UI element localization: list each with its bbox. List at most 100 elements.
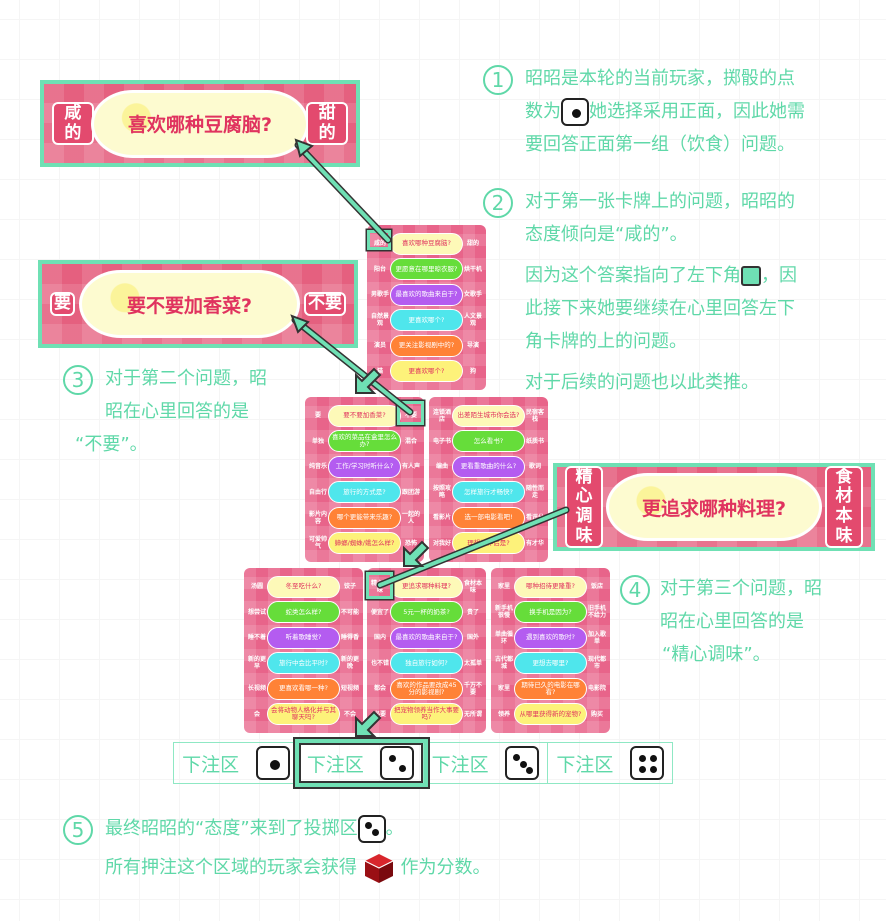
step-text: 要回答正面第一组（饮食）问题。 xyxy=(525,134,795,155)
card-row: 自由行旅行的方式是?跟团游 xyxy=(308,480,421,506)
card-question: 5元一杯的奶茶? xyxy=(390,601,463,624)
step-text: 最终昭昭的“态度”来到了投掷区 xyxy=(105,818,358,839)
card-answer-right: 加入歌单 xyxy=(587,630,606,645)
card-row: 咸的喜欢哪种豆腐脑?甜的 xyxy=(370,231,483,257)
card-row: 想尝试蛇类怎么样?不可能 xyxy=(247,600,360,626)
card-row: 领养从哪里获得新的宠物?购买 xyxy=(494,702,607,728)
card-answer-right: 短视频 xyxy=(340,685,359,693)
card-answer-left: 想尝试 xyxy=(247,608,266,616)
card-answer-right: 有才华 xyxy=(525,539,544,547)
banner-question-2: 要 要不要加香菜? 不要 xyxy=(38,260,358,348)
step-number: 1 xyxy=(483,65,513,95)
card-question: 怎样旅行才畅快? xyxy=(452,481,525,504)
highlight-answer-2 xyxy=(397,401,424,425)
card-row: 都会喜欢的作品要改成45分的影视剧?千万不要 xyxy=(370,676,483,702)
question-bubble: 更追求哪种料理? xyxy=(609,476,819,538)
card-question: 更喜欢哪个? xyxy=(390,309,463,332)
step-text: 昭昭是本轮的当前玩家，掷骰的点 xyxy=(525,68,795,89)
card-answer-right: 新的更晚 xyxy=(340,656,359,671)
card-question: 更看重歌曲的什么? xyxy=(452,455,525,478)
die-face-2-icon xyxy=(380,746,415,780)
card-question: 要不要加香菜? xyxy=(328,404,401,427)
card-answer-left: 也不错 xyxy=(370,659,389,667)
card-question: 最喜欢的歌曲来自于? xyxy=(390,283,463,306)
card-question: 从哪里获得新的宠物? xyxy=(514,703,587,726)
card-answer-left: 纯音乐 xyxy=(308,463,327,471)
card-question: 把宠物领养当作大事要吗? xyxy=(390,703,463,726)
question-bubble: 喜欢哪种豆腐脑? xyxy=(93,92,307,155)
card-row: 必要把宠物领养当作大事要吗?无所谓 xyxy=(370,702,483,728)
card-question: 喜欢的菜品在盒里怎么办? xyxy=(328,430,401,453)
card-answer-left: 单曲循环 xyxy=(494,630,513,645)
banner-question-1: 咸的 喜欢哪种豆腐脑? 甜的 xyxy=(40,80,360,167)
step-number: 2 xyxy=(483,188,513,218)
step-5: 5 最终昭昭的“态度”来到了投掷区。 所有押注这个区域的玩家会获得 作为分数。 xyxy=(63,812,490,884)
card-answer-right: 不可能 xyxy=(340,608,359,616)
step-text: 对于第三个问题，昭 xyxy=(660,578,822,599)
card-answer-right: 跟团游 xyxy=(401,488,420,496)
step-text: ，因 xyxy=(761,265,797,286)
card-question: 冬至吃什么? xyxy=(267,575,340,598)
card-question: 喜欢的作品要改成45分的影视剧? xyxy=(390,677,463,700)
red-cube-score-icon xyxy=(363,852,395,884)
card-answer-left: 必要 xyxy=(373,710,386,718)
card-row: 影片内容哪个更能带来乐趣?一起的人 xyxy=(308,505,421,531)
card-answer-left: 家里 xyxy=(497,685,510,693)
card-answer-right: 人文景观 xyxy=(463,313,482,328)
card-row: 单曲循环遇到喜欢的歌时?加入歌单 xyxy=(494,625,607,651)
card-question: 蟑螂/蜘蛛/蛾怎么样? xyxy=(328,532,401,555)
step-text: 角卡牌的上的问题。 xyxy=(525,331,687,352)
step-text: 对于第二个问题，昭 xyxy=(105,368,267,389)
card-answer-right: 千万不要 xyxy=(463,681,482,696)
bet-zone-label: 下注区 xyxy=(306,753,364,776)
step-text: 作为分数。 xyxy=(400,857,491,878)
bet-zone-1[interactable]: 下注区 xyxy=(174,743,299,783)
card-answer-left: 可爱帅气 xyxy=(308,536,327,551)
step-text: 数为 xyxy=(525,101,561,122)
card-question: 期待已久的电影在哪看? xyxy=(514,677,587,700)
card-question: 旅行的方式是? xyxy=(328,481,401,504)
card-question: 蛇类怎么样? xyxy=(267,601,340,624)
card-answer-left: 猫 xyxy=(376,367,383,375)
step-3: 3 对于第二个问题，昭昭在心里回答的是 “不要”。 xyxy=(63,362,267,461)
card-question: 出差陌生城市你会选? xyxy=(452,404,525,427)
card-answer-right: 睡得香 xyxy=(340,634,359,642)
step-text: 此接下来她要继续在心里回答左下 xyxy=(525,298,795,319)
card-answer-right: 民宿客栈 xyxy=(525,408,544,423)
card-answer-left: 领养 xyxy=(497,710,510,718)
bet-zone-4[interactable]: 下注区 xyxy=(548,743,672,783)
die-two-icon xyxy=(357,815,386,843)
bet-zone-label: 下注区 xyxy=(556,753,614,776)
card-answer-left: 连锁酒店 xyxy=(432,408,451,423)
step-1: 1 昭昭是本轮的当前玩家，掷骰的点 数为她选择采用正面，因此她需 要回答正面第一… xyxy=(483,62,805,161)
card-answer-right: 国外 xyxy=(466,634,479,642)
card-answer-right: 太孤单 xyxy=(463,659,482,667)
card-answer-left: 会 xyxy=(253,710,260,718)
highlight-answer-1 xyxy=(367,230,391,250)
bet-zone-3[interactable]: 下注区 xyxy=(424,743,549,783)
card-question: 会将动物人格化并与其聊天吗? xyxy=(267,703,340,726)
card-answer-left: 汤圆 xyxy=(250,583,263,591)
card-row: 也不错独自旅行如何?太孤单 xyxy=(370,651,483,677)
card-answer-right: 看评分 xyxy=(525,514,544,522)
card-answer-left: 电子书 xyxy=(432,437,451,445)
step-text: 昭在心里回答的是 xyxy=(660,611,804,632)
card-question: 独自旅行如何? xyxy=(390,652,463,675)
card-question: 更想去哪里? xyxy=(514,652,587,675)
bet-zone-2[interactable]: 下注区 xyxy=(294,739,428,787)
card-answer-left: 都会 xyxy=(373,685,386,693)
card-question: 工作/学习时听什么? xyxy=(328,455,401,478)
card-answer-right: 饺子 xyxy=(343,583,356,591)
card-row: 阳台更愿意在哪里晾衣服?烘干机 xyxy=(370,257,483,283)
card-question: 最喜欢的歌曲来自于? xyxy=(390,626,463,649)
card-row: 家里哪种招待更隆重?饭店 xyxy=(494,574,607,600)
card-answer-right: 混合 xyxy=(404,437,417,445)
step-2: 2 对于第一张卡牌上的问题，昭昭的 态度倾向是“咸的”。 因为这个答案指向了左下… xyxy=(483,185,797,399)
card-answer-right: 纸质书 xyxy=(525,437,544,445)
step-text: “不要”。 xyxy=(75,434,148,455)
card-answer-right: 贵了 xyxy=(466,608,479,616)
card-row: 连锁酒店出差陌生城市你会选?民宿客栈 xyxy=(432,403,545,429)
step-number: 4 xyxy=(620,575,650,605)
card-row: 会会将动物人格化并与其聊天吗?不会 xyxy=(247,702,360,728)
die-face-4-icon xyxy=(629,746,664,780)
